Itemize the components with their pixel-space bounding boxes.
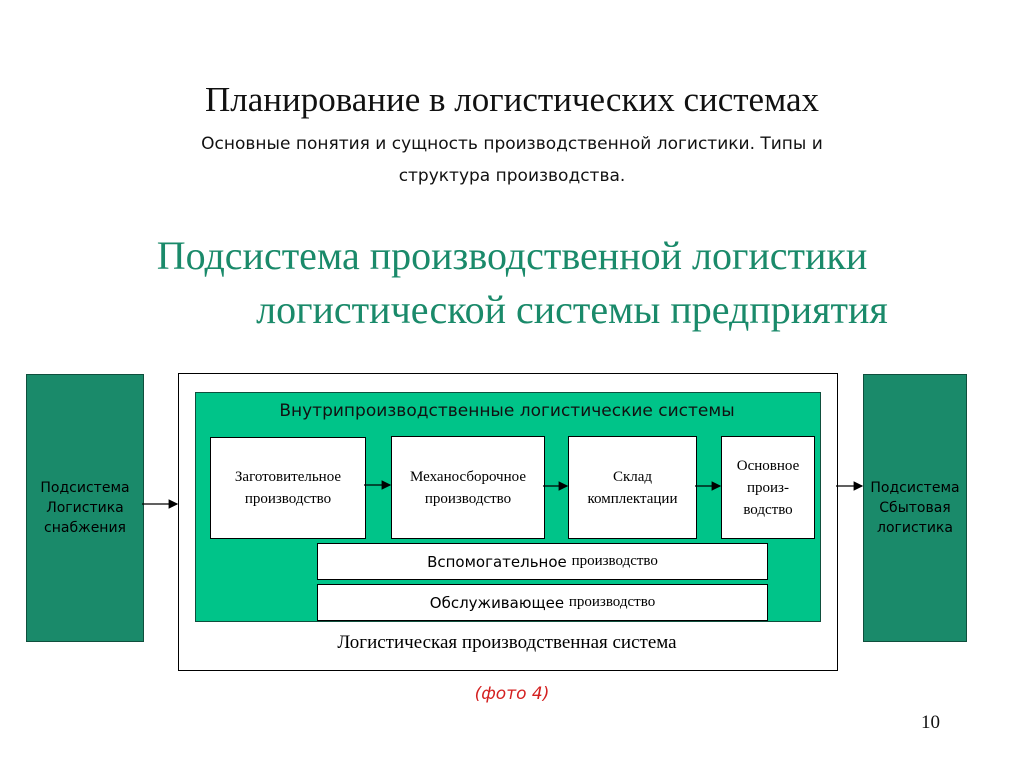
process-box-warehouse: Склад комплектации [568,436,697,539]
auxiliary-lead: Вспомогательное [427,552,567,571]
supply-box-line-2: Логистика [46,500,124,516]
process-3-line-1: Склад [612,468,653,485]
slide-subtitle: Основные понятия и сущность производстве… [120,128,904,192]
page-number: 10 [921,712,940,733]
process-box-assembly: Механосборочное производство [391,436,545,539]
section-heading-line-2: логистической системы предприятия [256,287,888,332]
process-box-procurement: Заготовительное производство [210,437,366,539]
subtitle-line-1: Основные понятия и сущность производстве… [201,134,823,154]
process-box-main-production: Основное произ- водство [721,436,815,539]
process-2-line-1: Механосборочное [410,468,526,485]
auxiliary-rest: производство [571,553,658,569]
supply-box-line-3: снабжения [44,520,126,536]
slide-title: Планирование в логистических системах [204,80,820,119]
service-rest: производство [568,594,656,610]
service-production-bar: Обслуживающее производство [317,584,768,621]
photo-caption: (фото 4) [474,684,550,704]
service-lead: Обслуживающее [429,593,565,612]
auxiliary-production-bar: Вспомогательное производство [317,543,768,580]
subtitle-line-2: структура производства. [398,166,626,186]
process-2-line-2: производство [424,490,512,507]
intra-production-title: Внутрипроизводственные логистические сис… [279,401,735,421]
process-4-line-1: Основное [736,457,800,474]
process-3-line-2: комплектации [587,490,678,507]
process-4-line-2: произ- [747,479,789,496]
sales-box-line-1: Подсистема [870,480,960,496]
supply-box-line-1: Подсистема [40,480,130,496]
section-heading-line-1: Подсистема производственной логистики [156,233,868,278]
process-1-line-2: производство [244,491,332,507]
sales-box-line-2: Сбытовая [879,500,951,516]
production-system-label: Логистическая производственная система [337,632,677,653]
process-4-line-3: водство [743,501,793,518]
process-1-line-1: Заготовительное [234,469,342,485]
sales-box-line-3: логистика [877,520,953,536]
supply-logistics-box: Подсистема Логистика снабжения [26,374,144,642]
sales-logistics-box: Подсистема Сбытовая логистика [863,374,967,642]
